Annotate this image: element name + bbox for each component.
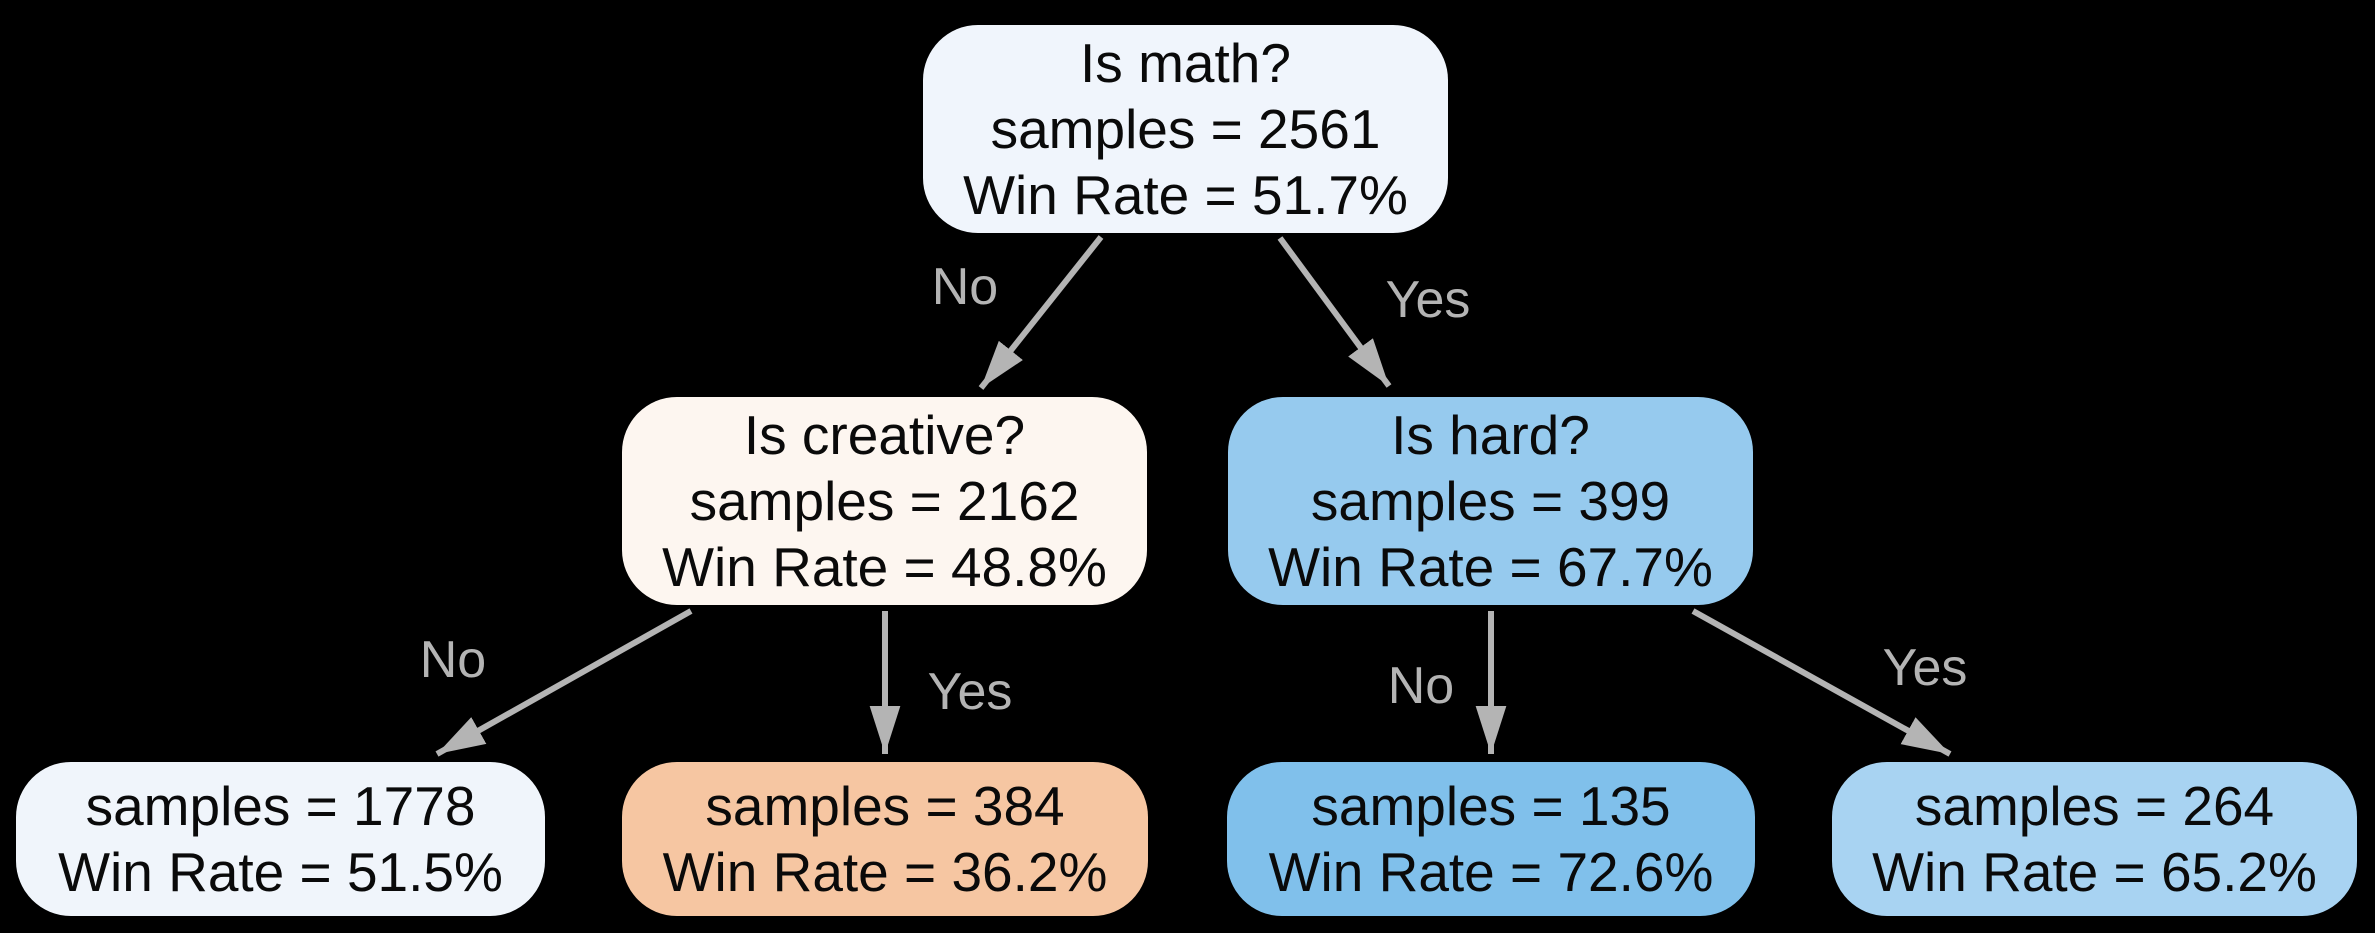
edge-creative-to-leaf-no (435, 608, 693, 757)
node-samples: samples = 384 (705, 775, 1065, 837)
node-is-creative: Is creative? samples = 2162 Win Rate = 4… (622, 397, 1147, 605)
node-question: Is math? (1080, 32, 1291, 94)
node-is-hard: Is hard? samples = 399 Win Rate = 67.7% (1228, 397, 1753, 605)
node-win-rate: Win Rate = 51.7% (963, 164, 1408, 226)
edge-label-hard-no: No (1387, 657, 1455, 715)
node-samples: samples = 135 (1311, 775, 1671, 837)
edge-root-to-creative (978, 235, 1104, 390)
node-question: Is hard? (1391, 404, 1590, 466)
edge-label-creative-no: No (419, 631, 487, 689)
edge-label-root-yes: Yes (1385, 271, 1471, 329)
node-win-rate: Win Rate = 51.5% (58, 841, 503, 903)
leaf-not-math-not-creative: samples = 1778 Win Rate = 51.5% (16, 762, 545, 916)
node-win-rate: Win Rate = 72.6% (1268, 841, 1714, 903)
node-is-math: Is math? samples = 2561 Win Rate = 51.7% (923, 25, 1448, 233)
node-win-rate: Win Rate = 67.7% (1268, 536, 1713, 598)
leaf-not-math-creative: samples = 384 Win Rate = 36.2% (622, 762, 1148, 916)
edge-label-root-no: No (931, 258, 999, 316)
node-win-rate: Win Rate = 65.2% (1872, 841, 2317, 903)
node-win-rate: Win Rate = 48.8% (662, 536, 1107, 598)
node-samples: samples = 1778 (85, 775, 476, 837)
node-samples: samples = 2561 (990, 98, 1381, 160)
edge-hard-to-leaf-yes (1691, 608, 1952, 757)
leaf-math-hard: samples = 264 Win Rate = 65.2% (1832, 762, 2357, 916)
node-samples: samples = 264 (1914, 775, 2275, 837)
edge-label-creative-yes: Yes (927, 663, 1013, 721)
node-win-rate: Win Rate = 36.2% (662, 841, 1108, 903)
leaf-math-not-hard: samples = 135 Win Rate = 72.6% (1227, 762, 1755, 916)
node-question: Is creative? (743, 404, 1026, 466)
node-samples: samples = 399 (1310, 470, 1671, 532)
edge-root-to-hard (1277, 236, 1392, 388)
node-samples: samples = 2162 (689, 470, 1080, 532)
edge-label-hard-yes: Yes (1882, 639, 1968, 697)
